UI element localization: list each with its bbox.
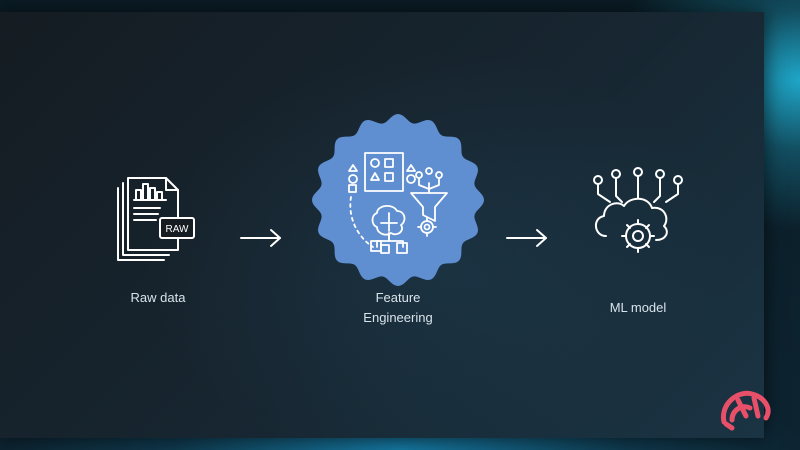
ml-model-cloud-gear-icon	[593, 167, 683, 253]
feature-engineering-badge	[312, 114, 484, 286]
feature-engineering-icon	[348, 152, 448, 254]
raw-badge-text: RAW	[166, 224, 190, 235]
brand-logo-icon	[720, 390, 771, 431]
arrow-raw-to-feature	[240, 229, 281, 247]
node-label-feature-engineering: Feature Engineering	[363, 290, 433, 325]
scalloped-badge	[312, 114, 484, 286]
node-label-ml-model: ML model	[609, 300, 667, 315]
node-label-raw-data: Raw data	[130, 290, 186, 305]
raw-data-document-icon: RAW	[117, 177, 195, 261]
arrow-feature-to-ml	[506, 229, 547, 247]
